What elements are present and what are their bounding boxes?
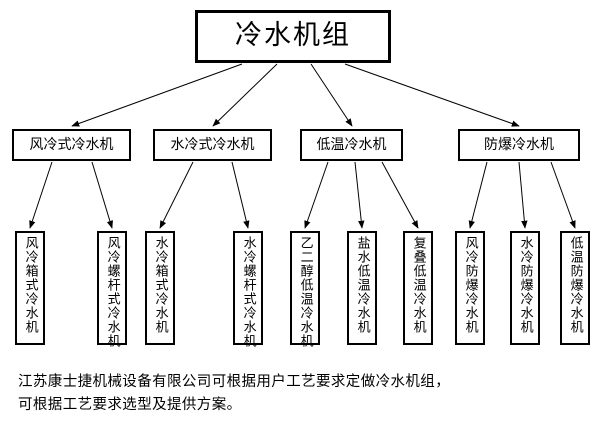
edge-branch-2-to-leaf-5 [354,161,365,229]
branch-node-label: 低温冷水机 [316,136,387,153]
edge-root-to-branch-1 [212,63,278,127]
edge-branch-2-to-leaf-6 [381,161,419,229]
leaf-node-label: 风冷箱式冷水机 [22,236,38,334]
branch-node-explosion-proof: 防爆冷水机 [458,129,580,161]
root-node-chiller-unit: 冷水机组 [195,10,391,63]
leaf-node: 盐水低温冷水机 [347,231,377,345]
branch-node-air-cooled: 风冷式冷水机 [12,129,131,161]
edges-branches-to-leaves [29,161,576,229]
leaf-node: 水冷防爆冷水机 [510,231,540,345]
branch-node-label: 风冷式冷水机 [29,136,114,153]
branch-node-label: 水冷式冷水机 [170,136,255,153]
root-node-label: 冷水机组 [235,20,351,52]
branch-node-water-cooled: 水冷式冷水机 [153,129,272,161]
leaf-node-label: 乙二醇低温冷水机 [297,236,313,348]
footer-note-line-1: 江苏康士捷机械设备有限公司可根据用户工艺要求定做冷水机组， [18,374,451,390]
edge-branch-1-to-leaf-3 [231,161,250,229]
edge-branch-2-to-leaf-4 [304,161,329,229]
edge-branch-1-to-leaf-2 [159,161,194,229]
footer-note-line-2: 可根据工艺要求选型及提供方案。 [18,397,242,414]
branch-node-label: 防爆冷水机 [484,136,554,153]
leaf-node-label: 水冷防爆冷水机 [517,236,533,334]
edge-branch-3-to-leaf-8 [518,161,528,229]
leaf-node: 乙二醇低温冷水机 [290,231,320,348]
leaf-node-label: 水冷螺杆式冷水机 [240,236,256,348]
leaf-node-label: 低温防爆冷水机 [567,236,583,334]
footer-note: 江苏康士捷机械设备有限公司可根据用户工艺要求定做冷水机组， 可根据工艺要求选型及… [18,371,588,418]
leaf-node: 水冷螺杆式冷水机 [233,231,263,348]
leaf-node-label: 盐水低温冷水机 [354,236,370,334]
edge-branch-0-to-leaf-1 [91,161,113,229]
branch-node-low-temperature: 低温冷水机 [300,129,403,161]
edge-root-to-branch-3 [344,63,520,127]
edge-branch-3-to-leaf-7 [468,161,488,229]
leaf-node: 风冷防爆冷水机 [455,231,485,345]
leaf-node-label: 复叠低温冷水机 [410,236,426,334]
edges-root-to-branches [71,63,520,127]
edge-root-to-branch-0 [71,63,243,127]
leaf-node: 风冷螺杆式冷水机 [97,231,127,348]
leaf-node: 风冷箱式冷水机 [15,231,45,345]
edge-root-to-branch-2 [310,63,353,127]
edge-branch-3-to-leaf-9 [550,161,576,229]
edge-branch-0-to-leaf-0 [29,161,53,229]
leaf-node: 水冷箱式冷水机 [145,231,175,345]
leaf-node-label: 风冷防爆冷水机 [462,236,478,334]
leaf-node-label: 风冷螺杆式冷水机 [104,236,120,348]
leaf-node-label: 水冷箱式冷水机 [152,236,168,334]
leaf-node: 复叠低温冷水机 [403,231,433,345]
leaf-node: 低温防爆冷水机 [560,231,590,345]
